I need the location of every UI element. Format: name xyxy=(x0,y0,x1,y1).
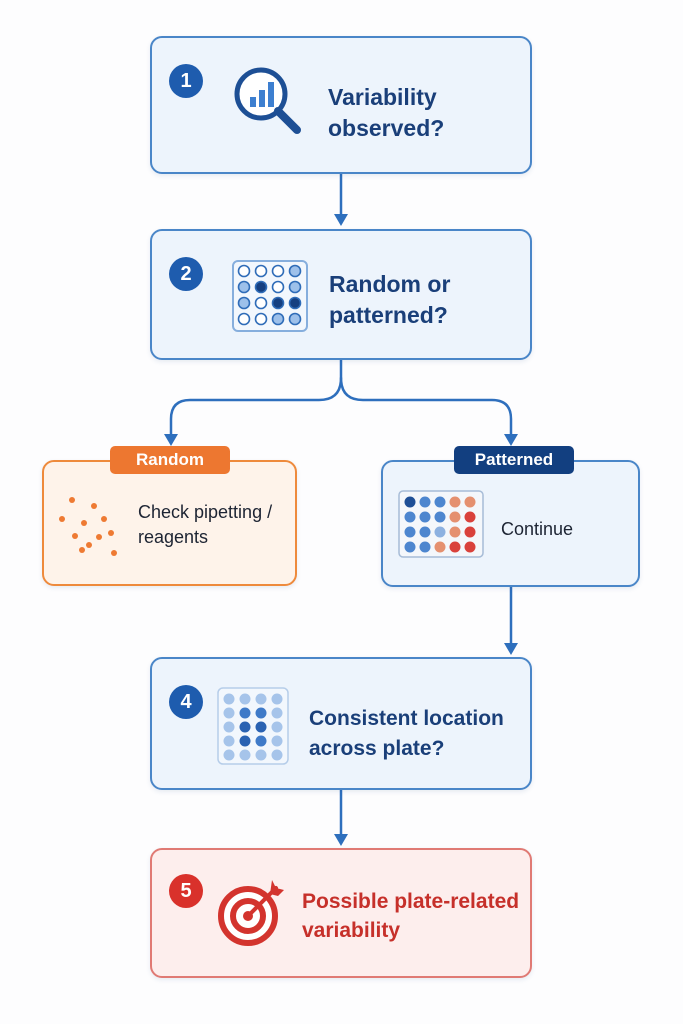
step-1-text: Variability observed? xyxy=(328,84,445,141)
step-4-number: 4 xyxy=(169,685,203,719)
gradient-plate-icon xyxy=(398,490,484,558)
step-5-number: 5 xyxy=(169,874,203,908)
step-1-box: 1 Variability observed? xyxy=(150,36,532,174)
step-5-text: Possible plate-related variability xyxy=(302,890,520,942)
patterned-branch-box: Continue xyxy=(381,460,640,587)
step-2-box: 2 Random or patterned? xyxy=(150,229,532,360)
well-plate-grid-icon xyxy=(232,260,308,332)
magnifier-bar-chart-icon xyxy=(234,67,301,134)
target-icon xyxy=(218,880,284,946)
random-tag: Random xyxy=(110,446,230,474)
patterned-tag: Patterned xyxy=(454,446,574,474)
step-5-box: 5 Possible plate-related variability xyxy=(150,848,532,978)
step-4-text: Consistent location across plate? xyxy=(309,707,504,760)
scattered-dots-icon xyxy=(59,497,117,556)
patterned-branch-text: Continue xyxy=(501,519,574,539)
step-4-box: 4 Consistent location across plate? xyxy=(150,657,532,790)
step-2-text: Random or patterned? xyxy=(329,271,451,328)
well-plate-column-icon xyxy=(217,687,289,765)
step-2-number: 2 xyxy=(169,257,203,291)
random-branch-text: Check pipetting / reagents xyxy=(138,502,273,547)
random-branch-box: Check pipetting / reagents xyxy=(42,460,297,586)
step-1-number: 1 xyxy=(169,64,203,98)
